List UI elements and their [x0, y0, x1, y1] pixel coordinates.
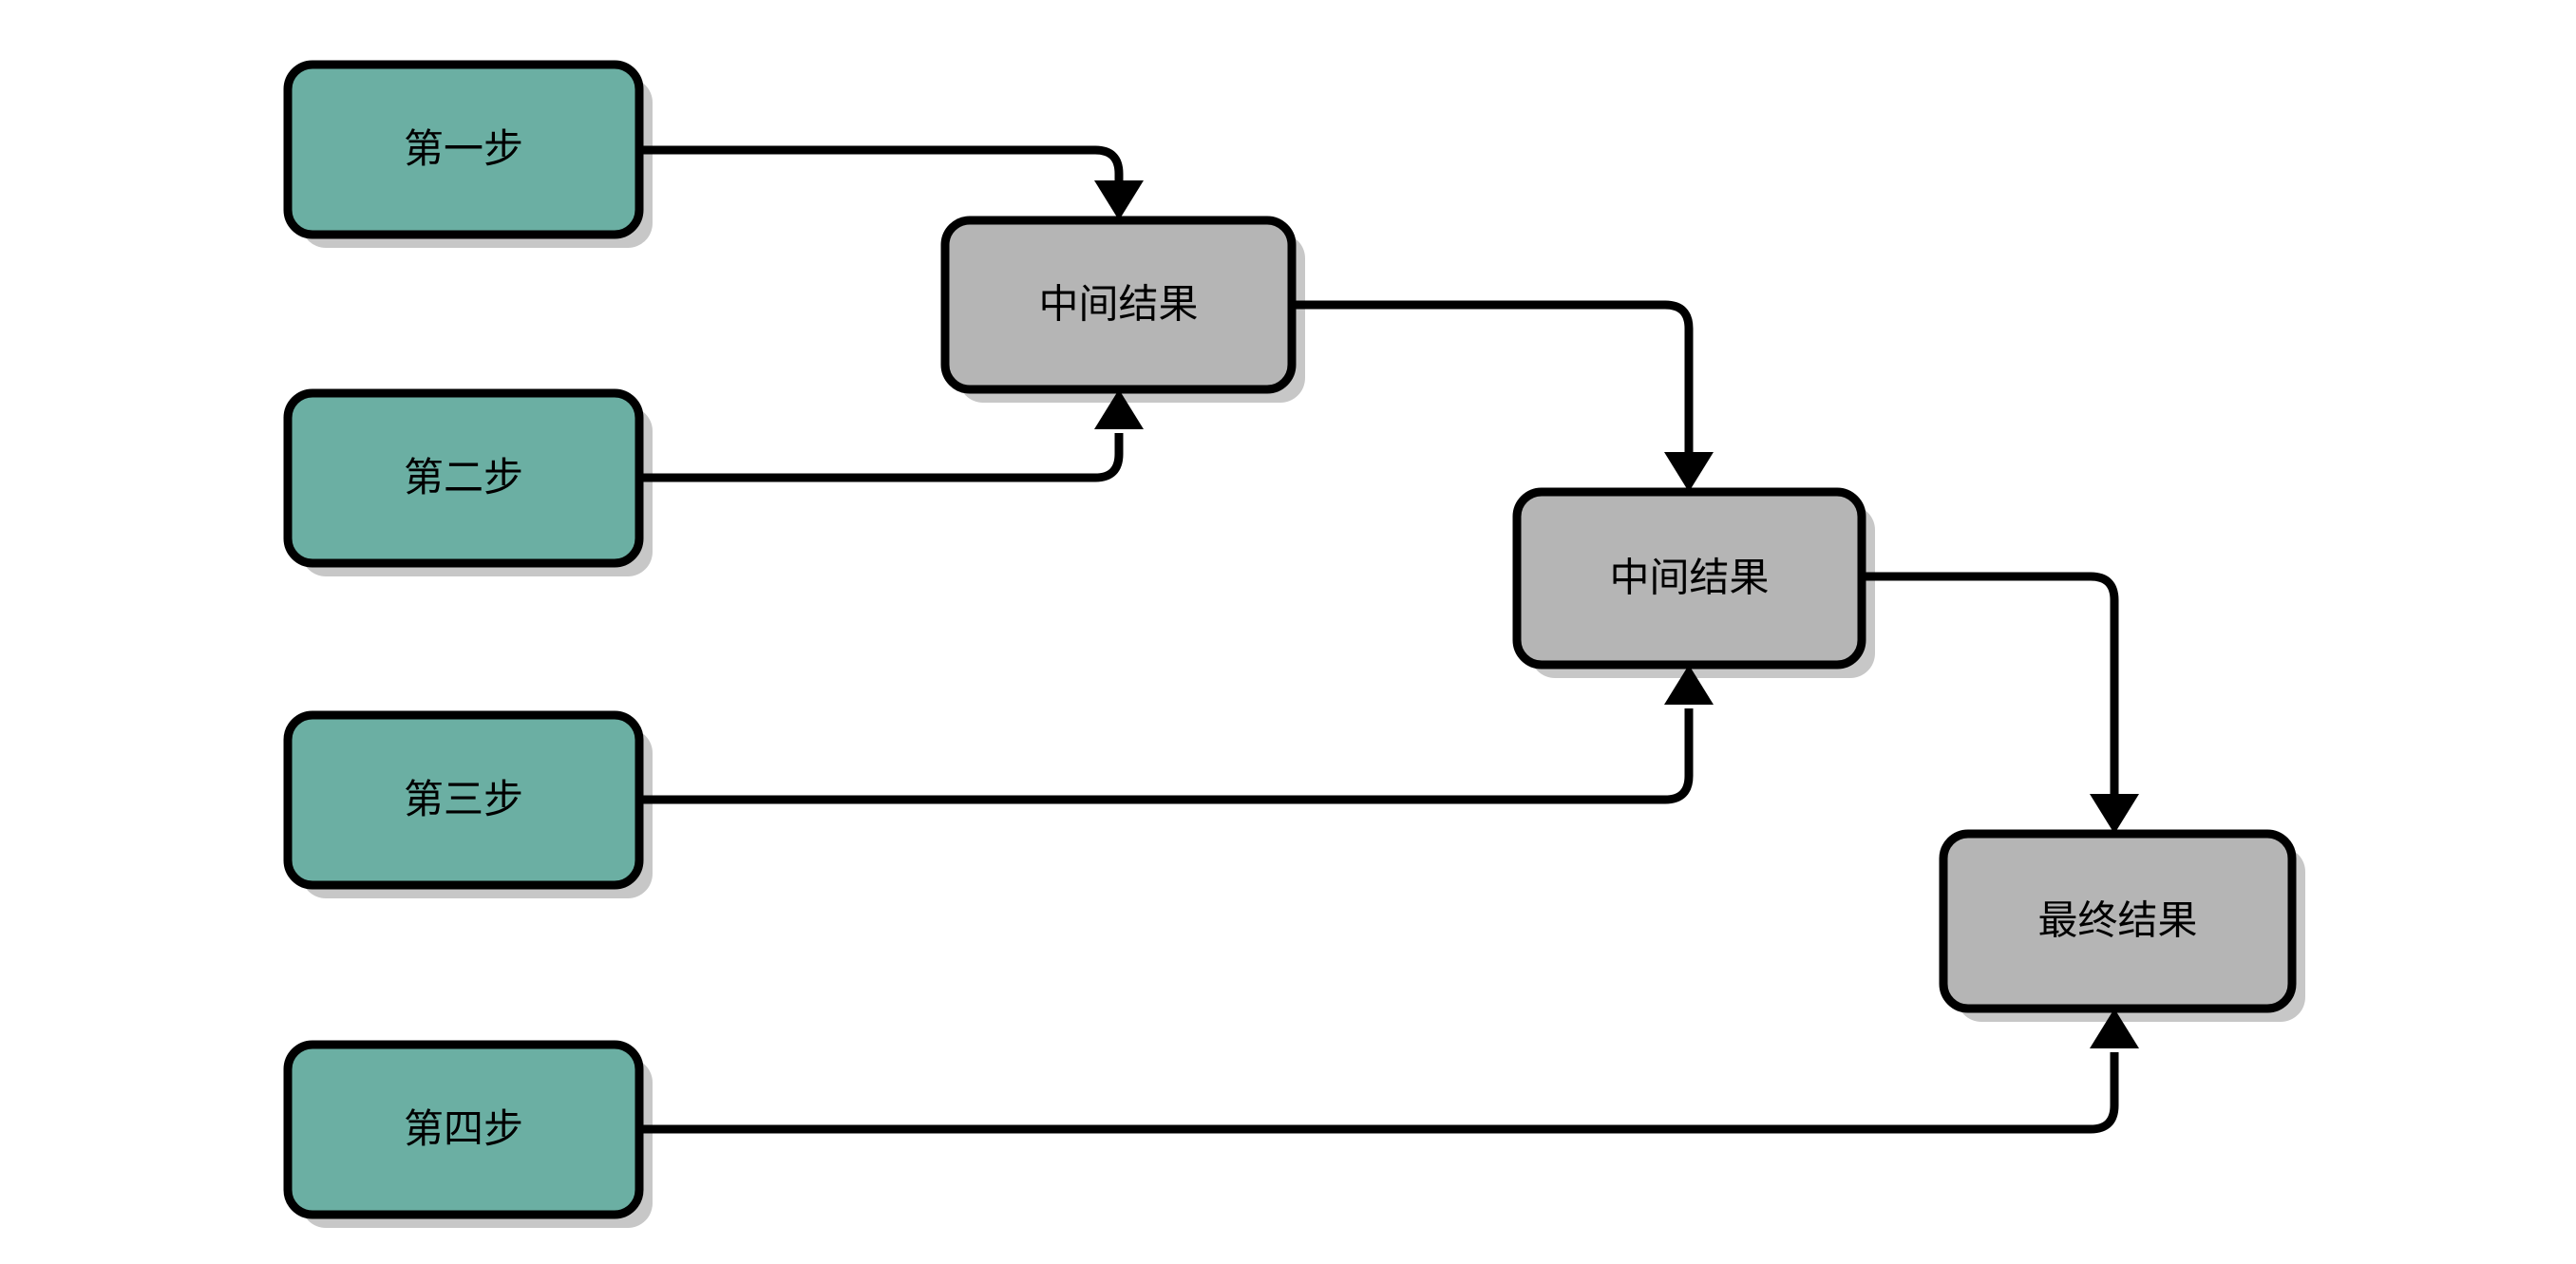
node-step3[interactable]: 第三步: [283, 710, 644, 890]
node-final[interactable]: 最终结果: [1939, 829, 2297, 1013]
node-mid1[interactable]: 中间结果: [940, 216, 1297, 394]
node-box-step4[interactable]: [283, 1040, 644, 1219]
node-step2[interactable]: 第二步: [283, 388, 644, 568]
node-mid2[interactable]: 中间结果: [1512, 487, 1866, 670]
edge-connector-e2: [639, 433, 1124, 482]
edge-connector-e4: [639, 708, 1694, 804]
node-box-step2[interactable]: [283, 388, 644, 568]
arrowhead-e1: [1094, 180, 1144, 220]
node-box-step1[interactable]: [283, 60, 644, 239]
arrowhead-e3: [1664, 452, 1714, 492]
node-step4[interactable]: 第四步: [283, 1040, 644, 1219]
node-label-step1: 第一步: [404, 125, 523, 172]
edge-connector-e6: [639, 1052, 2119, 1134]
node-label-mid1: 中间结果: [1038, 281, 1198, 328]
edge-layer: [639, 145, 2139, 1134]
node-box-mid1[interactable]: [940, 216, 1297, 394]
node-step1[interactable]: 第一步: [283, 60, 644, 239]
node-label-step4: 第四步: [404, 1105, 523, 1152]
arrowhead-e5: [2090, 794, 2139, 834]
arrowhead-e6: [2090, 1009, 2139, 1048]
edge-connector-e1: [639, 145, 1124, 198]
arrowhead-e2: [1094, 389, 1144, 429]
node-label-final: 最终结果: [2037, 897, 2197, 944]
node-label-step2: 第二步: [404, 454, 523, 500]
edge-connector-e3: [1292, 300, 1694, 470]
node-box-mid2[interactable]: [1512, 487, 1866, 670]
node-label-step3: 第三步: [404, 776, 523, 822]
edge-connector-e5: [1862, 572, 2119, 812]
arrowhead-e4: [1664, 665, 1714, 705]
node-label-mid2: 中间结果: [1609, 555, 1769, 601]
node-box-step3[interactable]: [283, 710, 644, 890]
node-box-final[interactable]: [1939, 829, 2297, 1013]
